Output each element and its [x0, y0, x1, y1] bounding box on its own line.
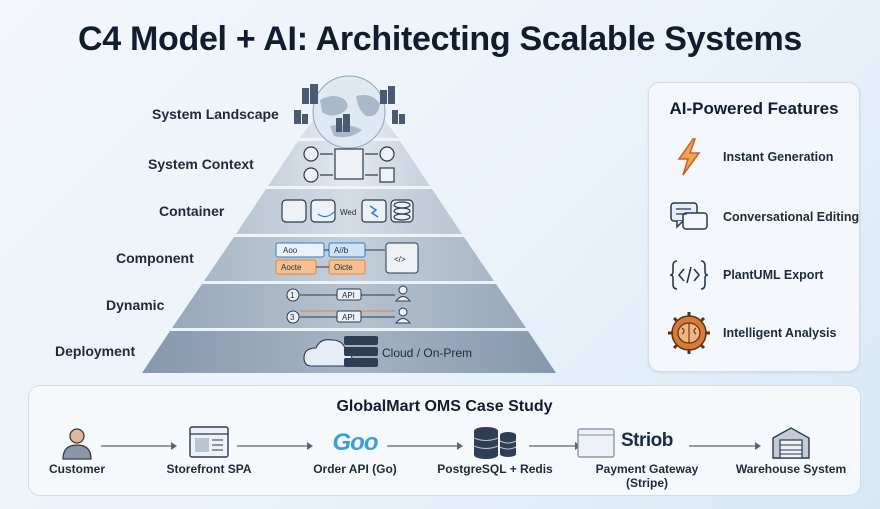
- globe-icon: [312, 75, 386, 149]
- lightning-icon: [677, 138, 701, 176]
- flow-arrow: [529, 442, 581, 450]
- deployment-label: Cloud / On-Prem: [382, 346, 472, 360]
- container-web-label: Wed: [340, 208, 356, 217]
- dynamic-api-2: API: [342, 313, 355, 322]
- feature-label: Conversational Editing: [723, 209, 860, 224]
- component-box-2: A//b: [334, 246, 349, 255]
- dynamic-step-3: 3: [290, 313, 295, 322]
- feature-conversational-editing[interactable]: Conversational Editing: [667, 195, 859, 241]
- node-customer[interactable]: Customer: [39, 426, 115, 496]
- component-code-label: </>: [394, 255, 406, 264]
- ai-features-title: AI-Powered Features: [669, 99, 839, 118]
- node-label: Warehouse System: [735, 462, 847, 476]
- flow-arrow: [237, 442, 313, 450]
- flow-arrow: [689, 442, 761, 450]
- layer-label-context: System Context: [148, 156, 254, 172]
- node-warehouse-system[interactable]: Warehouse System: [729, 426, 853, 496]
- component-diagram: [275, 242, 419, 275]
- layer-label-landscape: System Landscape: [152, 106, 279, 122]
- node-label: Payment Gateway (Stripe): [595, 462, 699, 490]
- warehouse-icon: [772, 427, 810, 459]
- component-box-1: Aoo: [283, 246, 298, 255]
- context-diagram: [303, 146, 395, 183]
- dynamic-step-1: 1: [290, 291, 295, 300]
- stripe-logo-icon: Striob: [621, 430, 673, 451]
- database-icon: [473, 427, 517, 459]
- component-box-4: Oicte: [334, 263, 353, 272]
- dynamic-api-1: API: [342, 291, 355, 300]
- node-postgres-redis[interactable]: PostgreSQL + Redis: [433, 426, 557, 496]
- feature-intelligent-analysis[interactable]: Intelligent Analysis: [667, 311, 857, 357]
- node-label: PostgreSQL + Redis: [437, 462, 553, 476]
- chat-icon: [670, 202, 708, 230]
- case-study-panel: GlobalMart OMS Case Study Customer Store…: [28, 385, 861, 496]
- feature-plantuml-export[interactable]: PlantUML Export: [667, 253, 857, 299]
- cloud-server-icon: [303, 336, 378, 367]
- code-icon: [669, 260, 709, 290]
- person-icon: [62, 428, 92, 460]
- node-label: Storefront SPA: [166, 462, 252, 476]
- layer-label-container: Container: [159, 203, 225, 219]
- feature-label: PlantUML Export: [723, 267, 824, 282]
- dynamic-diagram: [286, 285, 412, 324]
- layer-label-dynamic: Dynamic: [106, 297, 165, 313]
- buildings-icon: [294, 84, 405, 132]
- node-label: Order API (Go): [313, 462, 397, 476]
- layer-label-deployment: Deployment: [55, 343, 136, 359]
- feature-instant-generation[interactable]: Instant Generation: [667, 135, 857, 181]
- brain-gear-icon: [668, 312, 710, 354]
- go-logo-icon: Goo: [332, 429, 379, 456]
- flow-arrow: [101, 442, 177, 450]
- browser-icon: [189, 426, 229, 458]
- node-label: Customer: [48, 462, 105, 476]
- component-box-3: Aocte: [281, 263, 302, 272]
- node-payment-gateway[interactable]: Striob Payment Gateway (Stripe): [575, 426, 719, 496]
- case-study-title: GlobalMart OMS Case Study: [336, 398, 553, 415]
- container-icons: [281, 199, 414, 223]
- layer-label-component: Component: [116, 250, 194, 266]
- c4-pyramid: Wed Aoo A//b Aocte Oicte </> 1 3 API API: [142, 72, 556, 373]
- feature-label: Intelligent Analysis: [723, 325, 837, 340]
- node-storefront-spa[interactable]: Storefront SPA: [159, 426, 259, 496]
- ai-features-panel: AI-Powered Features Instant Generation C…: [648, 82, 860, 372]
- feature-label: Instant Generation: [723, 149, 834, 164]
- flow-arrow: [387, 442, 463, 450]
- node-order-api[interactable]: Goo Order API (Go): [303, 426, 407, 496]
- page-title: C4 Model + AI: Architecting Scalable Sys…: [77, 20, 802, 58]
- layer-band-dynamic[interactable]: [172, 284, 526, 328]
- browser-window-icon: [577, 428, 615, 458]
